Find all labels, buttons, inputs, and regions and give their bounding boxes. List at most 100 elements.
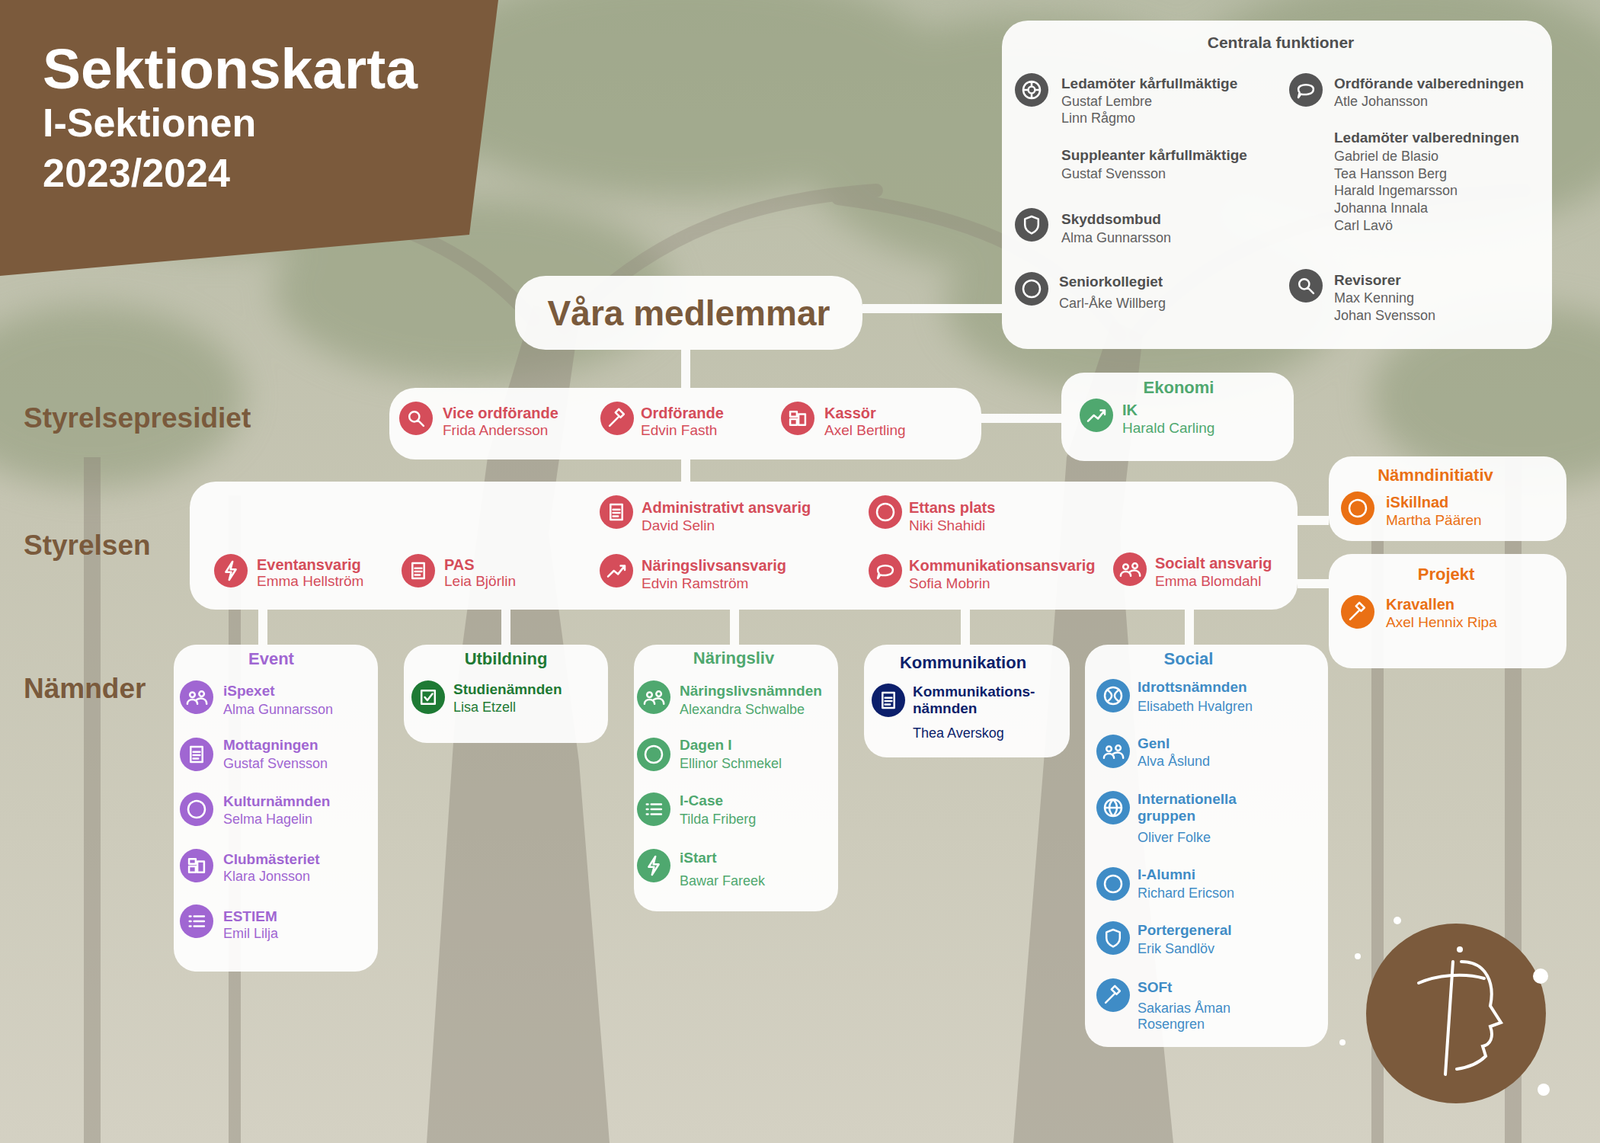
subtitle: 2023/2024 xyxy=(42,151,231,196)
icon-glyph xyxy=(645,745,663,763)
role-title: Kommunikationsansvarig xyxy=(908,556,1096,575)
icon-glyph xyxy=(1024,216,1039,234)
person-name: Carl Lavö xyxy=(1334,217,1393,234)
icon-glyph xyxy=(187,691,207,704)
role-title: Kulturnämnden xyxy=(223,793,330,810)
icon-disc xyxy=(179,848,214,883)
role-title: Ordförande valberedningen xyxy=(1334,75,1524,93)
role-title: ESTIEM xyxy=(223,908,278,925)
icon-disc xyxy=(179,737,214,772)
role-title: Ledamöter valberedningen xyxy=(1334,129,1520,147)
role-icon xyxy=(1096,978,1130,1012)
role-title: Näringslivsnämnden xyxy=(679,682,823,700)
icon-disc xyxy=(636,848,671,883)
group-heading: Social xyxy=(1164,649,1214,669)
role-icon xyxy=(214,553,248,588)
connector xyxy=(681,349,691,388)
person-name: Carl-Åke Willberg xyxy=(1059,295,1166,312)
icon-disc xyxy=(1289,268,1323,303)
role-icon xyxy=(401,553,436,588)
role-icon xyxy=(1079,398,1114,432)
icon-disc xyxy=(871,683,906,717)
icon-glyph xyxy=(790,411,806,426)
section-logo xyxy=(1339,916,1550,1104)
icon-glyph xyxy=(609,409,624,426)
committee-box: SocialIdrottsnämndenElisabeth HvalgrenGe… xyxy=(1084,644,1328,1047)
role-icon xyxy=(179,680,214,714)
icon-glyph xyxy=(188,858,205,873)
initiative-box: NämndinitiativiSkillnadMartha Päären xyxy=(1328,456,1567,541)
icon-disc xyxy=(1340,595,1375,629)
person-name: Ellinor Schmekel xyxy=(679,755,782,772)
person-name: Elisabeth Hvalgren xyxy=(1137,698,1253,715)
group-heading: Nämndinitiativ xyxy=(1377,465,1494,485)
role-title: Kravallen xyxy=(1385,595,1455,614)
role-icon xyxy=(636,848,671,883)
person-name: Johanna Innala xyxy=(1334,200,1428,217)
icon-disc xyxy=(399,401,433,436)
icon-disc xyxy=(1014,73,1049,107)
role-icon xyxy=(1014,272,1049,306)
person-name: Klara Jonsson xyxy=(223,868,311,885)
role-icon xyxy=(1014,73,1049,107)
icon-disc xyxy=(599,553,634,588)
person-name: Gustaf Lembre xyxy=(1061,93,1152,110)
person-name: Axel Hennix Ripa xyxy=(1385,614,1498,631)
group-heading: Projekt xyxy=(1417,564,1476,584)
role-icon xyxy=(599,495,634,529)
role-title: Idrottsnämnden xyxy=(1137,678,1248,696)
icon-disc xyxy=(636,680,671,714)
icon-glyph xyxy=(225,561,236,580)
role-icon xyxy=(599,553,634,588)
role-title: Clubmästeriet xyxy=(223,851,320,868)
icon-glyph xyxy=(190,746,202,762)
icon-glyph xyxy=(1299,278,1314,294)
role-icon xyxy=(871,683,906,717)
role-title: I-Case xyxy=(679,792,724,810)
person-name: Lisa Etzell xyxy=(453,699,516,716)
board-box: Administrativt ansvarigDavid SelinEttans… xyxy=(189,481,1298,610)
icon-disc xyxy=(1340,491,1375,525)
person-name: Selma Hagelin xyxy=(223,811,313,828)
icon-glyph xyxy=(1023,280,1040,298)
person-name: Niki Shahidi xyxy=(908,517,986,535)
icon-glyph xyxy=(409,411,424,426)
committee-box: NäringslivNäringslivsnämndenAlexandra Sc… xyxy=(633,644,839,912)
person-name: Frida Andersson xyxy=(442,422,548,439)
icon-glyph xyxy=(1298,84,1314,98)
role-title: Vice ordförande xyxy=(442,404,559,423)
role-title: Ettans plats xyxy=(908,499,996,517)
role-icon xyxy=(411,680,445,714)
person-name: Emma Blomdahl xyxy=(1155,572,1261,590)
icon-disc xyxy=(179,904,214,938)
role-icon xyxy=(868,553,903,588)
role-icon xyxy=(179,737,214,772)
person-name: David Selin xyxy=(641,517,715,535)
role-title: I-Alumni xyxy=(1137,866,1196,884)
person-name: Richard Ericson xyxy=(1137,885,1235,902)
person-name: Johan Svensson xyxy=(1334,307,1436,324)
group-heading: Event xyxy=(248,649,295,669)
icon-disc xyxy=(179,792,214,826)
role-icon xyxy=(1096,921,1130,955)
person-name: Emma Hellström xyxy=(256,572,364,590)
person-name: Thea Averskog xyxy=(912,725,1005,742)
connector xyxy=(960,609,970,645)
role-icon xyxy=(1096,867,1130,901)
icon-disc xyxy=(179,680,214,714)
group-heading: Kommunikation xyxy=(899,652,1027,672)
connector xyxy=(501,609,511,645)
icon-disc xyxy=(214,553,248,588)
connector xyxy=(981,413,1062,423)
person-name: Max Kenning xyxy=(1334,290,1415,307)
committee-box: EventiSpexetAlma GunnarssonMottagningenG… xyxy=(173,644,378,972)
role-icon xyxy=(780,401,815,436)
icon-glyph xyxy=(1104,687,1122,704)
person-name: Tilda Friberg xyxy=(679,811,756,828)
icon-glyph xyxy=(644,691,664,704)
role-title: SOFt xyxy=(1137,979,1172,996)
person-name: Sofia Mobrin xyxy=(908,575,991,592)
icon-disc xyxy=(636,737,671,772)
icon-glyph xyxy=(608,565,625,576)
